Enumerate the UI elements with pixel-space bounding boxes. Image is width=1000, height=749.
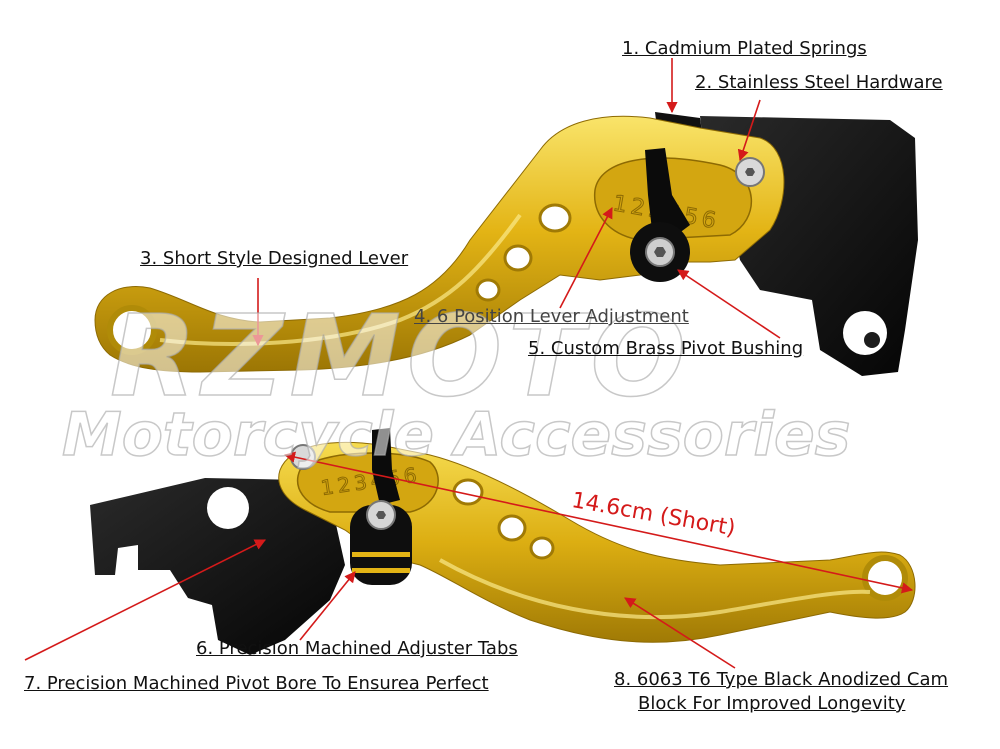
callout-8-line1: 8. 6063 T6 Type Black Anodized Cam [614,669,949,690]
watermark-tagline: Motorcycle Accessories [61,399,851,471]
callout-4-label: 4. 6 Position Lever Adjustment [414,306,689,327]
arrow-4 [559,207,613,309]
lower-mount-bracket [90,478,345,655]
upper-lever-assembly: 123456 [94,112,918,376]
upper-adjuster-knob [645,148,690,240]
callout-2-label: 2. Stainless Steel Hardware [695,72,943,93]
lower-lever-eye [862,555,908,601]
measure-line [283,451,914,594]
callout-1-label: 1. Cadmium Plated Springs [622,38,867,59]
arrow-2 [737,99,761,162]
callout-arrows [24,58,914,669]
callout-8-line2: Block For Improved Longevity [638,693,906,714]
watermark-brand: RZMOTO [109,291,692,423]
callout-6-label: 6. Precision Machined Adjuster Tabs [196,638,518,659]
arrow-8 [624,597,736,669]
callout-7-label: 7. Precision Machined Pivot Bore To Ensu… [24,673,489,694]
callout-5-label: 5. Custom Brass Pivot Bushing [528,338,804,359]
arrow-7 [24,539,267,661]
upper-lever-eye [107,305,157,355]
callout-8-label: 8. 6063 T6 Type Black Anodized Cam Block… [614,668,948,716]
lower-bracket-hole [207,487,249,529]
arrow-5 [677,269,781,339]
callout-3-label: 3. Short Style Designed Lever [140,248,409,269]
upper-bracket-hole [843,311,887,355]
